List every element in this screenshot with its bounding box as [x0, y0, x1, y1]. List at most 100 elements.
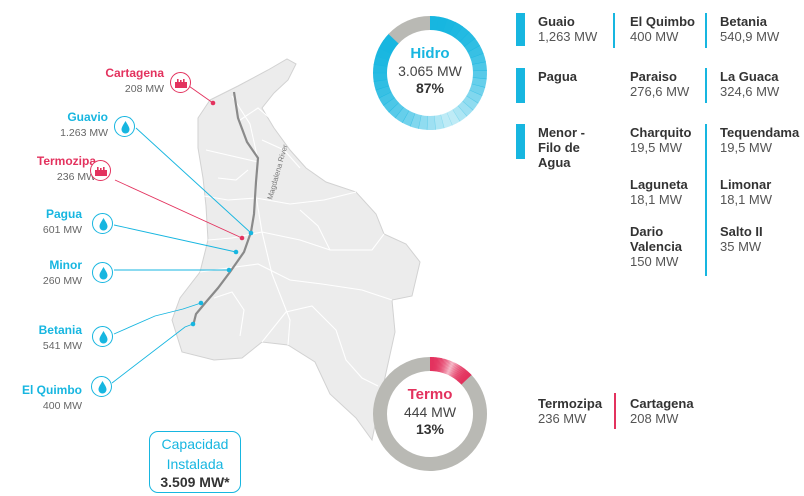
- hydro-share-segment: [446, 109, 461, 126]
- hydro-share-segment: [440, 112, 453, 129]
- hydro-share-segment: [388, 102, 404, 119]
- hydro-group-bar: [516, 124, 525, 159]
- map-label-cartagena: Cartagena 208 MW: [68, 66, 164, 95]
- thermo-remainder-arc: [373, 357, 487, 471]
- hydro-title: Hidro: [410, 45, 450, 62]
- leader-line-elquimbo: [111, 323, 194, 384]
- plant-dot-guavio: [248, 230, 254, 236]
- map-label-name: El Quimbo: [22, 383, 82, 397]
- plant-name: Charquito: [630, 125, 692, 140]
- hydro-share-segment: [383, 97, 400, 113]
- map-label-name: Cartagena: [105, 66, 164, 80]
- department-borders: [199, 95, 393, 387]
- leader-line-pagua: [113, 224, 237, 253]
- installed-capacity-box: Capacidad Instalada 3.509 MW*: [149, 431, 241, 493]
- hydro-share-segment: [429, 16, 440, 31]
- hydro-divider: [705, 124, 707, 276]
- plant-mw: 18,1 MW: [720, 192, 773, 207]
- factory-icon: [170, 72, 191, 93]
- plant-entry-menor-filo-de-agua: Menor - Filo de Agua: [538, 125, 585, 170]
- factory-icon: [90, 160, 111, 181]
- plant-entry-limonar: Limonar 18,1 MW: [720, 177, 772, 207]
- hydro-share-segment: [436, 16, 448, 33]
- capacity-title-line1: Capacidad: [161, 436, 229, 452]
- plant-name: Salto II: [720, 224, 763, 239]
- plant-entry-tequendama: Tequendama 19,5 MW: [720, 125, 799, 155]
- map-label-mw: 208 MW: [124, 83, 164, 95]
- thermo-donut: [373, 357, 487, 471]
- plant-mw: 324,6 MW: [720, 84, 780, 99]
- thermo-share-segment: [446, 361, 454, 375]
- hydro-share-segment: [433, 114, 445, 130]
- water-drop-icon: [92, 262, 113, 283]
- map-label-name: Guavio: [67, 110, 108, 124]
- plant-entry-betania: Betania 540,9 MW: [720, 14, 779, 44]
- plant-dot-pagua: [233, 249, 239, 255]
- hydro-share-segment: [448, 21, 463, 39]
- thermo-share-segment: [445, 360, 452, 375]
- hydro-donut: [373, 16, 487, 130]
- plant-name-line2: Filo de: [538, 140, 580, 155]
- plant-name-line1: Menor -: [538, 125, 585, 140]
- thermo-percent: 13%: [415, 421, 445, 437]
- map-label-name: Minor: [49, 258, 82, 272]
- plant-name-line3: Agua: [538, 155, 571, 170]
- hydro-share-segment: [452, 105, 468, 122]
- plant-mw: 150 MW: [630, 254, 679, 269]
- plant-dot-cartagena: [210, 100, 216, 106]
- leader-line-guavio: [135, 127, 252, 234]
- hydro-divider: [705, 13, 707, 48]
- plant-name: El Quimbo: [630, 14, 695, 29]
- water-drop-icon: [92, 326, 113, 347]
- thermo-share-segment: [442, 359, 449, 374]
- map-label-name: Betania: [38, 323, 82, 337]
- plant-name: La Guaca: [720, 69, 779, 84]
- hydro-divider: [705, 68, 707, 103]
- map-label-pagua: Pagua 601 MW: [0, 207, 82, 236]
- plant-entry-paraiso: Paraiso 276,6 MW: [630, 69, 689, 99]
- hydro-share-segment: [442, 18, 456, 35]
- plant-entry-el-quimbo: El Quimbo 400 MW: [630, 14, 695, 44]
- plant-name: Laguneta: [630, 177, 688, 192]
- plant-mw: 1,263 MW: [538, 29, 598, 44]
- map-label-minor: Minor 260 MW: [0, 258, 82, 287]
- leader-line-betania: [113, 302, 202, 335]
- water-drop-icon: [91, 376, 112, 397]
- plant-name: Termozipa: [538, 396, 603, 411]
- plant-mw: 35 MW: [720, 239, 762, 254]
- hydro-percent: 87%: [415, 80, 445, 96]
- hydro-group-bar: [516, 13, 525, 46]
- water-drop-icon: [114, 116, 135, 137]
- map-label-mw: 400 MW: [42, 400, 82, 412]
- map-label-mw: 236 MW: [56, 171, 96, 183]
- plant-mw: 19,5 MW: [630, 140, 683, 155]
- plant-entry-salto-ii: Salto II 35 MW: [720, 224, 763, 254]
- plant-dot-betania: [198, 300, 204, 306]
- thermo-mw: 444 MW: [403, 404, 457, 420]
- capacity-value: 3.509 MW*: [160, 474, 230, 490]
- hydro-share-segment: [402, 110, 416, 127]
- thermo-share-segment: [447, 362, 456, 376]
- map-label-mw: 601 MW: [42, 224, 82, 236]
- hydro-share-segment: [454, 26, 470, 43]
- plant-entry-dario-valencia: Dario Valencia 150 MW: [630, 224, 682, 269]
- thermo-summary: Termo 444 MW 13%: [380, 386, 480, 437]
- thermo-share-segment: [448, 362, 457, 377]
- thermo-title: Termo: [407, 386, 453, 403]
- hydro-share-segment: [394, 106, 410, 123]
- thermo-share-segment: [443, 359, 450, 374]
- map-label-betania: Betania 541 MW: [0, 323, 82, 352]
- water-drop-icon: [92, 213, 113, 234]
- hydro-share-segment: [383, 33, 400, 49]
- plant-mw: 18,1 MW: [630, 192, 683, 207]
- plant-mw: 400 MW: [630, 29, 679, 44]
- hydro-divider: [613, 13, 615, 48]
- hydro-group-bar: [516, 68, 525, 103]
- plant-dot-termozipa: [239, 235, 245, 241]
- plant-mw: 208 MW: [630, 411, 679, 426]
- plant-name-line1: Dario: [630, 224, 664, 239]
- map-label-guavio: Guavio 1.263 MW: [12, 110, 108, 139]
- thermo-share-segment: [447, 361, 455, 376]
- plant-entry-termozipa: Termozipa 236 MW: [538, 396, 602, 426]
- plant-entry-la-guaca: La Guaca 324,6 MW: [720, 69, 779, 99]
